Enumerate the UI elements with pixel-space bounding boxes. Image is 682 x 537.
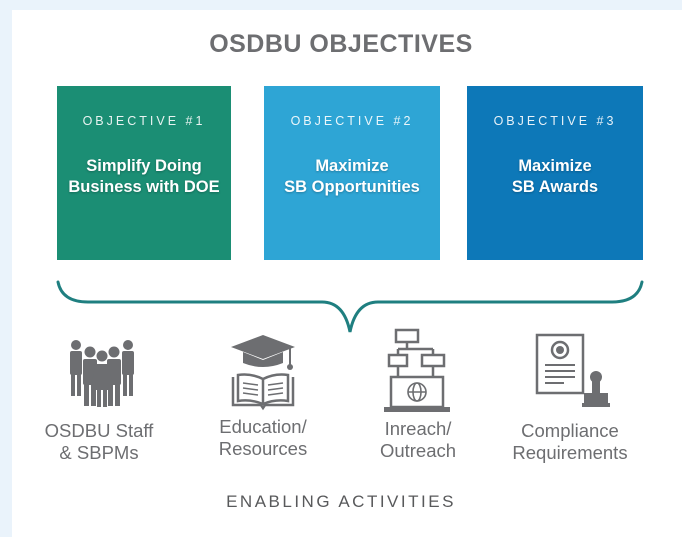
objective-card-1: OBJECTIVE #1 Simplify Doing Business wit… xyxy=(57,86,231,260)
objective-label: Maximize SB Opportunities xyxy=(284,157,420,196)
page-title: OSDBU OBJECTIVES xyxy=(209,30,473,58)
activity-label-outreach: Inreach/ Outreach xyxy=(379,418,457,461)
objective-card-3: OBJECTIVE #3 Maximize SB Awards xyxy=(467,86,643,260)
objective-label: Maximize SB Awards xyxy=(511,157,599,196)
objective-number: OBJECTIVE #2 xyxy=(290,114,414,128)
activity-label-compliance: Compliance Requirements xyxy=(512,420,628,463)
certificate-stamp-icon xyxy=(535,333,610,407)
enabling-activities-label: ENABLING ACTIVITIES xyxy=(226,492,456,511)
objective-number: OBJECTIVE #1 xyxy=(82,114,206,128)
org-chart-laptop-icon xyxy=(384,328,450,412)
people-group-icon xyxy=(70,340,134,407)
activity-label-education: Education/ Resources xyxy=(218,416,308,459)
objective-card-2: OBJECTIVE #2 Maximize SB Opportunities xyxy=(264,86,440,260)
activity-label-staff: OSDBU Staff & SBPMs xyxy=(44,420,154,463)
objective-label: Simplify Doing Business with DOE xyxy=(68,157,220,196)
objective-number: OBJECTIVE #3 xyxy=(493,114,617,128)
graduation-book-icon xyxy=(231,335,295,411)
